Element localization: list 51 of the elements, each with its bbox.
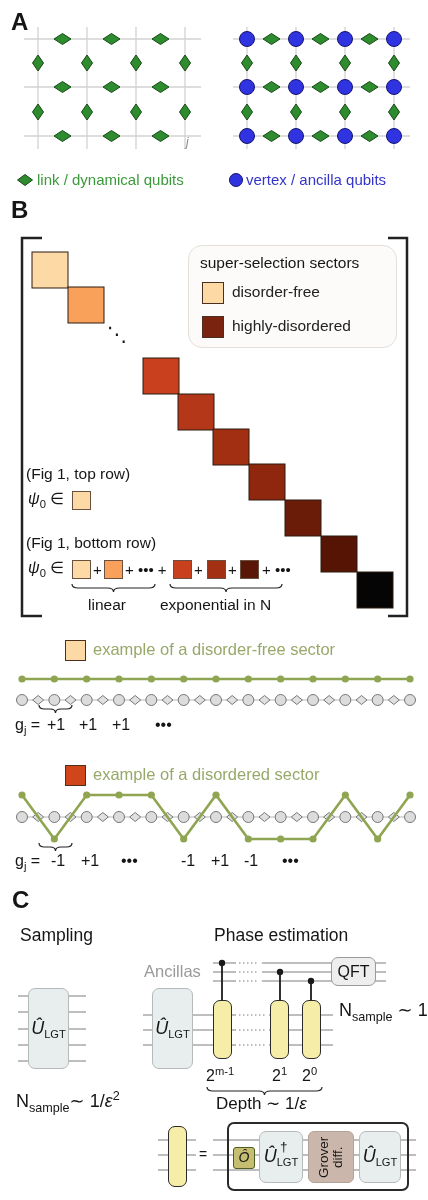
charge-value: -1 bbox=[244, 852, 259, 871]
equals-sign: = bbox=[199, 1146, 208, 1163]
legend-text: disorder-free bbox=[232, 283, 320, 301]
column-heading: Phase estimation bbox=[214, 925, 349, 946]
formula-label: g$_{j}$ = bbox=[15, 716, 41, 735]
row-caption: (Fig 1, top row) bbox=[26, 465, 131, 483]
panel-letter: B bbox=[11, 196, 29, 224]
column-heading: Sampling bbox=[20, 925, 93, 946]
power-label: 2$^{0}$ bbox=[302, 1067, 318, 1086]
plus-sign: + bbox=[194, 561, 203, 579]
ellipsis: ⋱ bbox=[107, 323, 127, 346]
charge-value: +1 bbox=[47, 716, 66, 735]
wire-label: Ancillas bbox=[144, 962, 201, 981]
legend-text: example of a disordered sector bbox=[93, 765, 320, 784]
diffusion-gate: Grover diff. bbox=[308, 1131, 354, 1183]
power-label: 2$^{m-1}$ bbox=[206, 1067, 235, 1086]
legend-text: highly-disordered bbox=[232, 317, 351, 335]
ellipsis: ••• bbox=[121, 852, 138, 871]
formula-label: g$_{j}$ = bbox=[15, 852, 41, 871]
charge-value: -1 bbox=[51, 852, 66, 871]
charge-value: +1 bbox=[211, 852, 230, 871]
unitary-gate: Û$_{LGT}$ bbox=[28, 988, 69, 1069]
legend-text: link / dynamical qubits bbox=[37, 171, 184, 189]
panel-letter: C bbox=[12, 886, 30, 914]
brace-label: linear bbox=[88, 596, 126, 614]
circuit-block bbox=[227, 1122, 409, 1191]
unitary-gate: Û$_{LGT}$ bbox=[359, 1131, 401, 1183]
charge-value: -1 bbox=[181, 852, 196, 871]
legend-text: example of a disorder-free sector bbox=[93, 640, 336, 659]
index-label: j bbox=[186, 136, 189, 150]
state-formula: ψ$_{0}$ ∈ bbox=[28, 559, 65, 578]
ellipsis: ••• bbox=[282, 852, 299, 871]
scaling-formula: Depth ∼ 1/ε bbox=[216, 1094, 307, 1114]
brace-label: exponential in N bbox=[160, 596, 272, 614]
ellipsis: ••• bbox=[155, 716, 172, 735]
charge-value: +1 bbox=[79, 716, 98, 735]
controlled-gate bbox=[168, 1126, 187, 1187]
power-label: 2$^{1}$ bbox=[272, 1067, 288, 1086]
plus-sign: + bbox=[228, 561, 237, 579]
charge-value: +1 bbox=[81, 852, 100, 871]
plus-sign: + bbox=[93, 561, 102, 579]
legend-panel bbox=[188, 245, 397, 348]
legend-text: vertex / ancilla qubits bbox=[246, 171, 387, 189]
state-formula: ψ$_{0}$ ∈ bbox=[28, 490, 65, 509]
sum-ellipsis: + ••• bbox=[262, 561, 291, 579]
row-caption: (Fig 1, bottom row) bbox=[26, 534, 157, 552]
legend-title: super-selection sectors bbox=[200, 254, 360, 272]
observable-gate: Ô bbox=[233, 1147, 255, 1169]
sum-ellipsis: + ••• + bbox=[125, 561, 167, 579]
charge-value: +1 bbox=[112, 716, 131, 735]
panel-letter: A bbox=[11, 8, 29, 36]
